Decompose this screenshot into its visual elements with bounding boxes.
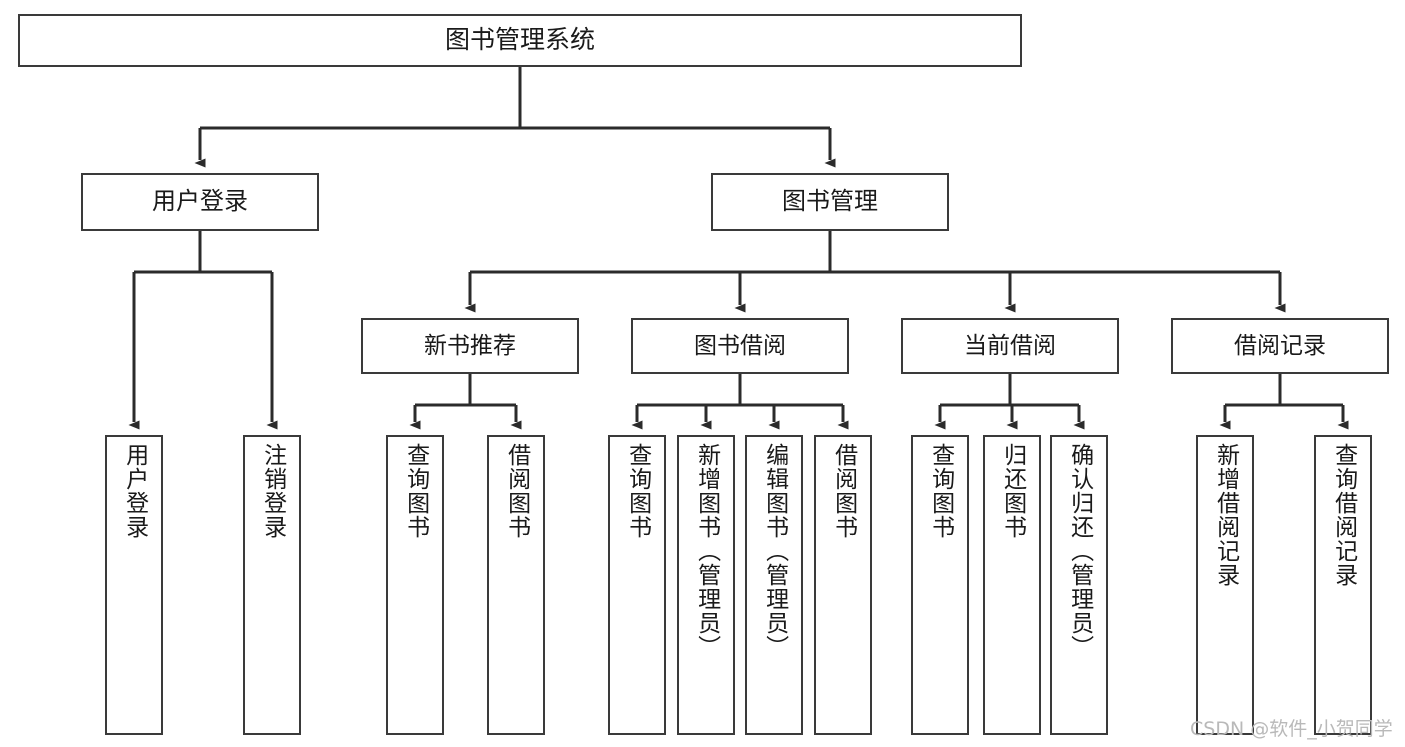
- node-book-manage[interactable]: 图书管理: [711, 173, 949, 231]
- node-leaf-borrow-book-1[interactable]: 借阅图书: [487, 435, 545, 735]
- node-leaf-borrow-book-2[interactable]: 借阅图书: [814, 435, 872, 735]
- node-leaf-confirm-return-label: 确认归还（管理员）: [1066, 443, 1093, 659]
- node-book-borrow[interactable]: 图书借阅: [631, 318, 849, 374]
- node-leaf-user-login[interactable]: 用户登录: [105, 435, 163, 735]
- node-leaf-borrow-book-1-label: 借阅图书: [503, 443, 530, 539]
- node-leaf-borrow-book-2-label: 借阅图书: [830, 443, 857, 539]
- node-leaf-query-book-2[interactable]: 查询图书: [608, 435, 666, 735]
- node-leaf-add-book-label: 新增图书（管理员）: [693, 443, 720, 659]
- node-leaf-query-record-label: 查询借阅记录: [1330, 443, 1357, 587]
- node-leaf-query-book-2-label: 查询图书: [624, 443, 651, 539]
- node-new-book-rec-label: 新书推荐: [424, 332, 516, 359]
- node-leaf-query-book-1-label: 查询图书: [402, 443, 429, 539]
- node-leaf-user-login-label: 用户登录: [121, 443, 148, 539]
- node-leaf-add-record-label: 新增借阅记录: [1212, 443, 1239, 587]
- node-borrow-record-label: 借阅记录: [1234, 332, 1326, 359]
- node-leaf-user-logout[interactable]: 注销登录: [243, 435, 301, 735]
- node-leaf-query-book-3[interactable]: 查询图书: [911, 435, 969, 735]
- node-book-borrow-label: 图书借阅: [694, 332, 786, 359]
- node-user-login[interactable]: 用户登录: [81, 173, 319, 231]
- node-leaf-edit-book[interactable]: 编辑图书（管理员）: [745, 435, 803, 735]
- node-leaf-return-book[interactable]: 归还图书: [983, 435, 1041, 735]
- node-leaf-user-logout-label: 注销登录: [259, 443, 286, 539]
- node-current-borrow-label: 当前借阅: [964, 332, 1056, 359]
- node-borrow-record[interactable]: 借阅记录: [1171, 318, 1389, 374]
- node-root[interactable]: 图书管理系统: [18, 14, 1022, 67]
- node-root-label: 图书管理系统: [444, 25, 595, 55]
- node-new-book-rec[interactable]: 新书推荐: [361, 318, 579, 374]
- node-book-manage-label: 图书管理: [782, 187, 878, 216]
- node-leaf-add-record[interactable]: 新增借阅记录: [1196, 435, 1254, 735]
- node-leaf-return-book-label: 归还图书: [999, 443, 1026, 539]
- node-leaf-query-book-1[interactable]: 查询图书: [386, 435, 444, 735]
- node-leaf-confirm-return[interactable]: 确认归还（管理员）: [1050, 435, 1108, 735]
- watermark-text: CSDN @软件_小贺同学: [1190, 718, 1393, 740]
- node-leaf-add-book[interactable]: 新增图书（管理员）: [677, 435, 735, 735]
- node-leaf-query-book-3-label: 查询图书: [927, 443, 954, 539]
- node-leaf-edit-book-label: 编辑图书（管理员）: [761, 443, 788, 659]
- node-user-login-label: 用户登录: [152, 187, 248, 216]
- node-leaf-query-record[interactable]: 查询借阅记录: [1314, 435, 1372, 735]
- node-current-borrow[interactable]: 当前借阅: [901, 318, 1119, 374]
